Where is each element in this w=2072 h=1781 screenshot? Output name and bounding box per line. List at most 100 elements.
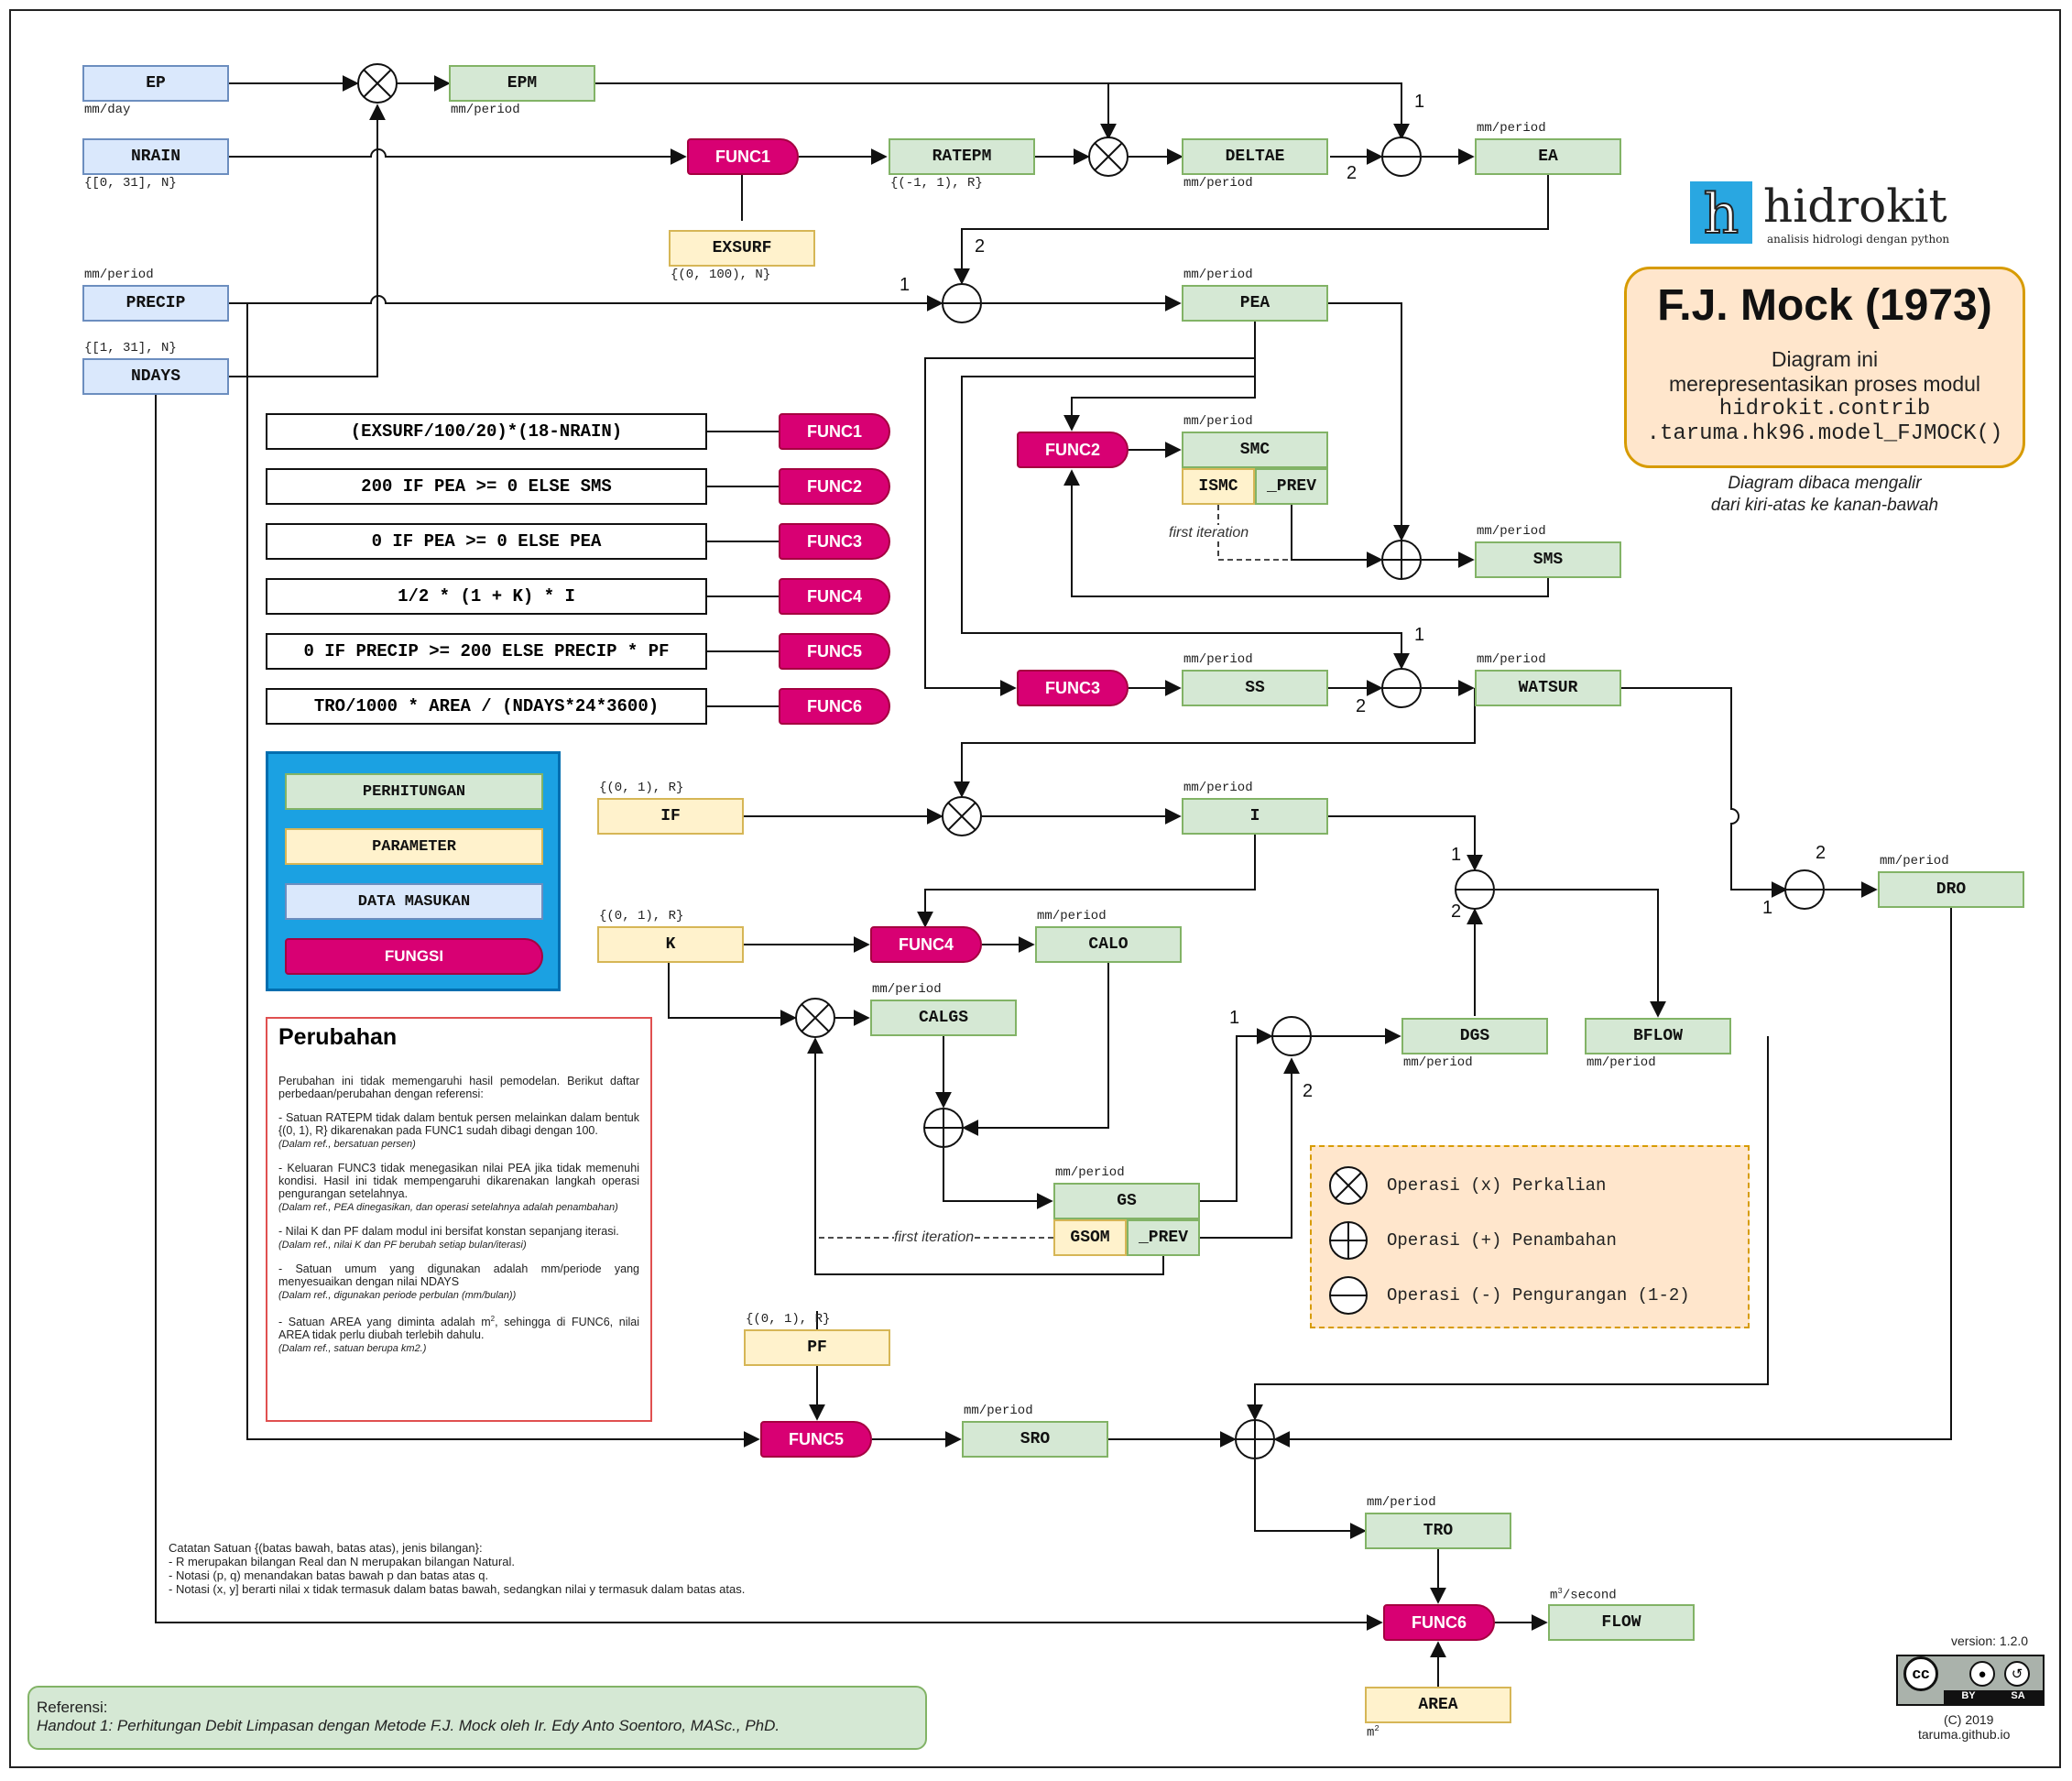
node-watsur: WATSUR (1475, 670, 1621, 706)
reference-label: Referensi: (37, 1699, 108, 1716)
unit-epm: mm/period (451, 103, 520, 117)
node-ismc: ISMC (1182, 468, 1255, 505)
minus-operator-icon (942, 283, 982, 323)
unit-if: {(0, 1), R} (599, 781, 684, 795)
wire-gs-dgs (1200, 1028, 1273, 1202)
legend: PERHITUNGAN PARAMETER DATA MASUKAN FUNGS… (266, 751, 561, 991)
node-sms: SMS (1475, 541, 1621, 578)
by-icon: ● (1969, 1661, 1995, 1687)
title-module: .taruma.hk96.model_FJMOCK() (1646, 421, 2003, 446)
unit-note: Catatan Satuan {(batas bawah, batas atas… (169, 1541, 483, 1555)
title-line: merepresentasikan proses modul (1668, 372, 1981, 396)
minus-operator-icon (1381, 668, 1422, 708)
node-func4: FUNC4 (870, 926, 982, 963)
wire-sms-func2 (1063, 469, 1549, 597)
unit-calo: mm/period (1037, 909, 1107, 923)
node-smc-prev: _PREV (1255, 468, 1328, 505)
title-box: F.J. Mock (1973) Diagram ini merepresent… (1624, 267, 2025, 468)
version-label: version: 1.2.0 (1951, 1633, 2029, 1648)
node-tro: TRO (1365, 1513, 1511, 1549)
unit-tro: mm/period (1367, 1495, 1436, 1510)
node-bflow: BFLOW (1585, 1018, 1731, 1054)
minus-operator-icon (1271, 1016, 1312, 1056)
unit-ea: mm/period (1477, 121, 1546, 136)
unit-note: - Notasi (p, q) menandakan batas bawah p… (169, 1568, 489, 1582)
copyright: (C) 2019 (1944, 1712, 1994, 1727)
node-smc: SMC (1182, 432, 1328, 468)
node-i: I (1182, 798, 1328, 835)
unit-ss: mm/period (1183, 652, 1253, 667)
unit-precip: mm/period (84, 268, 154, 282)
operations-legend: Operasi (x) Perkalian Operasi (+) Penamb… (1310, 1145, 1750, 1328)
op-multiply: Operasi (x) Perkalian (1328, 1165, 1606, 1206)
multiply-icon (1329, 1166, 1368, 1205)
unit-note: - R merupakan bilangan Real dan N merupa… (169, 1555, 515, 1568)
node-func1: FUNC1 (687, 138, 799, 175)
node-func2: FUNC2 (1017, 432, 1129, 468)
operand-2: 2 (1347, 163, 1358, 183)
unit-sms: mm/period (1477, 524, 1546, 539)
minus-operator-icon (1455, 869, 1495, 910)
reading-note: Diagram dibaca mengalir (1728, 474, 1922, 493)
formula-expression: 0 IF PRECIP >= 200 ELSE PRECIP * PF (266, 633, 707, 670)
node-calo: CALO (1035, 926, 1182, 963)
by-label: BY (1961, 1690, 1976, 1701)
operand-1: 1 (1451, 845, 1462, 865)
plus-operator-icon (923, 1108, 964, 1148)
node-ea: EA (1475, 138, 1621, 175)
formula-expression: (EXSURF/100/20)*(18-NRAIN) (266, 413, 707, 450)
title-module: hidrokit.contrib (1718, 397, 1931, 421)
node-pea: PEA (1182, 285, 1328, 322)
operand-2: 2 (1816, 843, 1827, 863)
diagram-frame (9, 9, 2061, 1768)
wire-ndays-func6 (155, 395, 1383, 1631)
legend-parameter: PARAMETER (285, 828, 543, 865)
changes-intro: Perubahan ini tidak memengaruhi hasil pe… (278, 1075, 639, 1100)
minus-operator-icon (1381, 137, 1422, 177)
operand-1: 1 (900, 275, 911, 295)
legend-perhitungan: PERHITUNGAN (285, 773, 543, 810)
operand-1: 1 (1229, 1008, 1240, 1028)
formula-func-func4: FUNC4 (779, 578, 890, 615)
op-label: Operasi (-) Pengurangan (1-2) (1387, 1285, 1690, 1306)
unit-watsur: mm/period (1477, 652, 1546, 667)
wire-epm-ea (595, 82, 1410, 140)
node-gs: GS (1053, 1183, 1200, 1219)
wire-gsprev-calgs (807, 1037, 1164, 1275)
wire-watsur-i (954, 688, 1476, 798)
unit-pea: mm/period (1183, 268, 1253, 282)
node-func6: FUNC6 (1383, 1604, 1495, 1641)
wire-watsur-dro (1621, 687, 1788, 898)
wire-precip (229, 295, 943, 311)
wire-bflow (1495, 889, 1666, 1018)
operand-1: 1 (1762, 898, 1773, 918)
wire-ea-pea (954, 175, 1549, 285)
operand-2: 2 (1356, 696, 1367, 716)
node-area: AREA (1365, 1687, 1511, 1723)
unit-flow: m3/second (1550, 1587, 1617, 1603)
changes-item: - Satuan AREA yang diminta adalah m2, se… (278, 1315, 639, 1355)
hidrokit-logo-icon: h (1690, 181, 1752, 247)
op-label: Operasi (+) Penambahan (1387, 1230, 1617, 1251)
wire-prev-dgs (1200, 1057, 1300, 1239)
node-exsurf: EXSURF (669, 230, 815, 267)
unit-note: - Notasi (x, y] berarti nilai x tidak te… (169, 1582, 746, 1596)
changes-item: - Satuan RATEPM tidak dalam bentuk perse… (278, 1111, 639, 1150)
node-deltae: DELTAE (1182, 138, 1328, 175)
node-ep: EP (82, 65, 229, 102)
minus-operator-icon (1784, 869, 1825, 910)
first-iteration-label: first iteration (1169, 525, 1249, 541)
wire-prev-sms (1291, 505, 1383, 568)
plus-operator-icon (1235, 1419, 1275, 1459)
unit-nrain: {[0, 31], N} (84, 176, 177, 191)
unit-exsurf: {(0, 100), N} (671, 268, 771, 282)
formula-func-func1: FUNC1 (779, 413, 890, 450)
node-flow: FLOW (1548, 1604, 1695, 1641)
plus-icon (1329, 1221, 1368, 1260)
node-ratepm: RATEPM (889, 138, 1035, 175)
op-minus: Operasi (-) Pengurangan (1-2) (1328, 1275, 1690, 1316)
wire-sum-gs (943, 1148, 1053, 1209)
changes-item: - Satuan umum yang digunakan adalah mm/p… (278, 1262, 639, 1301)
node-func5: FUNC5 (760, 1421, 872, 1458)
